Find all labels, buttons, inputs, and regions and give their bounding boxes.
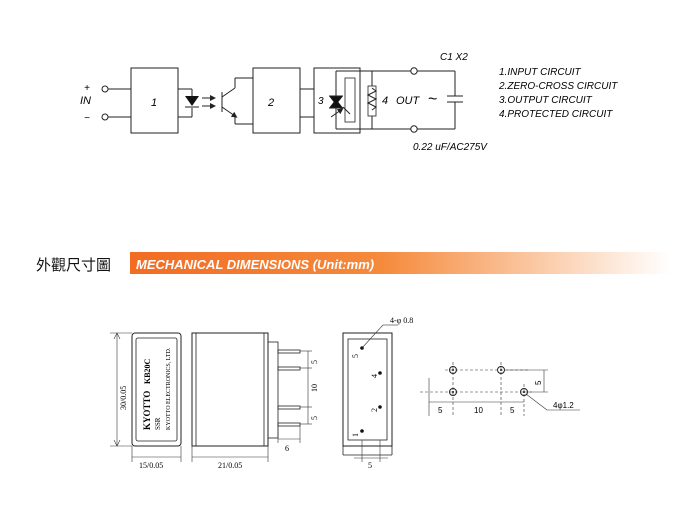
pcb-hole-note: 4φ1.2 [553,401,574,410]
input-plus-label: + [84,83,90,94]
led-icon [185,96,199,106]
legend-item: 3.OUTPUT CIRCUIT [499,95,593,106]
block-4-label: 4 [382,95,388,107]
section-header: 外觀尺寸圖 MECHANICAL DIMENSIONS (Unit:mm) [30,252,670,274]
front-body [131,332,182,447]
legend-item: 2.ZERO-CROSS CIRCUIT [498,81,618,92]
svg-text:KB20C: KB20C [143,358,152,384]
section-title-english: MECHANICAL DIMENSIONS (Unit:mm) [136,257,374,272]
circuit-diagram: + IN − 1 2 3 [80,52,618,153]
block-1-label: 1 [151,97,157,109]
side-pin-dim-3: 5 [310,416,319,420]
pin-dot [360,429,364,433]
side-width-dim: 21/0.05 [218,461,242,470]
side-body [191,332,269,447]
bottom-view: 5 4 2 1 4-φ 0.8 5 [342,316,413,470]
pcb-dim-v: 5 [534,380,543,385]
block-2-label: 2 [267,97,274,109]
svg-text:SSR: SSR [154,417,162,430]
svg-text:KYOTTO ELECTRONICS, LTD.: KYOTTO ELECTRONICS, LTD. [166,347,172,430]
pin-dot [378,405,382,409]
section-bar [30,252,670,274]
side-pin-dim-1: 5 [310,360,319,364]
front-view: KYOTTO KB20C SSR KYOTTO ELECTRONICS, LTD… [110,332,182,470]
input-label: IN [80,95,91,107]
pcb-dim-c: 5 [510,406,515,415]
resistor-icon [366,87,378,111]
triac-icon [329,76,351,124]
pcb-dim-b: 10 [474,406,483,415]
zero-cross-circuit-block [252,67,301,134]
capacitor-label: C1 X2 [440,52,468,63]
output-terminal-bottom [410,125,418,133]
legend-item: 1.INPUT CIRCUIT [499,67,582,78]
side-pin-length: 6 [285,444,289,453]
pcb-dim-a: 5 [438,406,443,415]
out-label: OUT [396,95,421,107]
front-height-dim: 30/0.05 [119,386,128,410]
pin-2-label: 2 [370,408,379,412]
bottom-dim: 5 [368,461,372,470]
pcb-footprint: 5 10 5 5 4φ1.2 [420,362,580,416]
circuit-legend: 1.INPUT CIRCUIT 2.ZERO-CROSS CIRCUIT 3.O… [498,67,618,120]
bottom-hole-note: 4-φ 0.8 [390,316,413,325]
pin-4-label: 4 [370,374,379,378]
block-3-label: 3 [318,96,324,107]
front-label-text: KYOTTO KB20C SSR KYOTTO ELECTRONICS, LTD… [142,347,172,430]
side-pins [277,349,301,427]
svg-text:KYOTTO: KYOTTO [142,391,152,430]
side-pin-dim-2: 10 [310,384,319,392]
input-minus-terminal [101,113,109,121]
ac-symbol: ~ [428,91,437,108]
output-terminal-top [410,67,418,75]
front-width-dim: 15/0.05 [139,461,163,470]
pin-dot [378,371,382,375]
input-circuit-block [130,67,179,134]
input-plus-terminal [101,85,109,93]
side-view: 5 10 5 6 21/0.05 [191,332,319,470]
bottom-body [342,332,393,447]
capacitor-value: 0.22 uF/AC275V [413,142,488,153]
section-title-chinese: 外觀尺寸圖 [36,257,111,274]
legend-item: 4.PROTECTED CIRCUIT [499,109,613,120]
pin-1-label: 1 [351,433,360,437]
input-minus-label: − [84,113,90,124]
pin-5-label: 5 [351,354,360,358]
